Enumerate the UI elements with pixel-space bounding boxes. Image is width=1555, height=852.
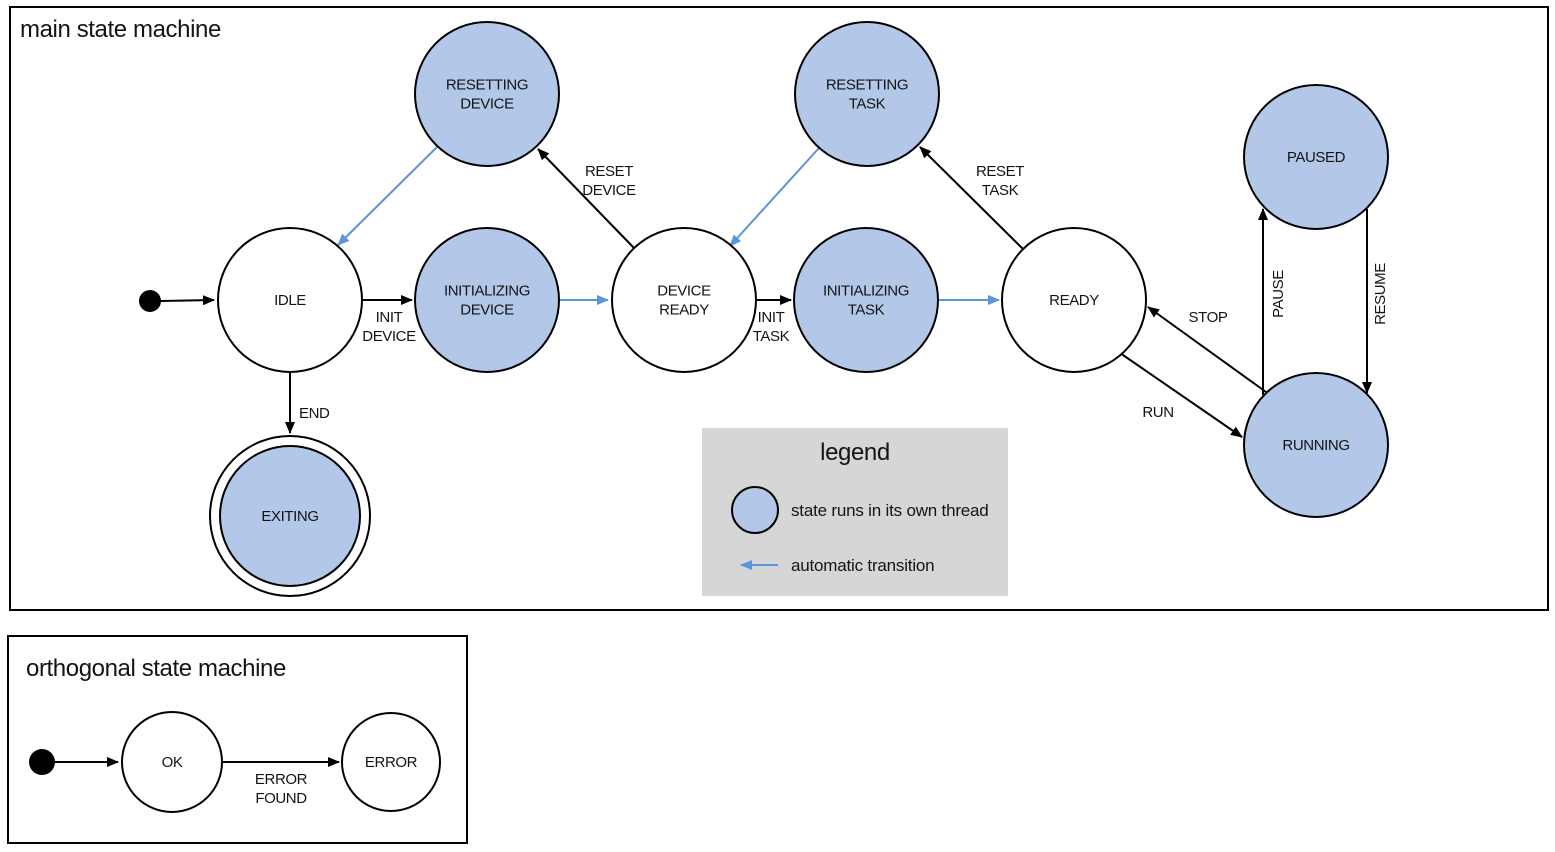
main-state-machine-transition-label-stop: STOP: [1189, 309, 1228, 326]
orthogonal-state-machine-title: orthogonal state machine: [26, 655, 286, 682]
main-state-machine-transition-label-end: END: [299, 405, 330, 422]
orthogonal-state-machine-state-ok: OK: [121, 711, 223, 813]
transition-arrow: [537, 148, 635, 249]
main-state-machine-state-idle: IDLE: [217, 227, 363, 373]
main-state-machine-initial-state-dot: [139, 290, 161, 312]
legend-threaded-state-swatch: [731, 486, 779, 534]
state-circle: [219, 445, 361, 587]
main-state-machine-title: main state machine: [20, 16, 221, 43]
main-state-machine-state-exiting: EXITING: [209, 435, 371, 597]
main-state-machine-state-label-paused: PAUSED: [1287, 149, 1346, 166]
state-circle: [1001, 227, 1147, 373]
transition-arrow: [919, 146, 1024, 250]
state-circle: [414, 227, 560, 373]
state-circle: [341, 712, 441, 812]
state-circle: [611, 227, 757, 373]
main-state-machine-transition-stop: STOP: [1147, 306, 1267, 393]
main-state-machine-transition-auto-resetdevice-idle: [337, 146, 438, 246]
main-state-machine-state-label-running: RUNNING: [1282, 437, 1349, 454]
main-state-machine-transition-label-resume: RESUME: [1372, 263, 1389, 325]
automatic-transition-arrow: [337, 146, 438, 246]
main-state-machine-state-ready: READY: [1001, 227, 1147, 373]
legend-threaded-state-text: state runs in its own thread: [791, 501, 989, 520]
state-circle: [414, 21, 560, 167]
main-state-machine-transition-pause: PAUSE: [1258, 208, 1287, 395]
main-state-machine-initial-transition-arrow: [160, 295, 215, 306]
main-state-machine-state-label-ready: READY: [1049, 292, 1099, 309]
legend-automatic-transition-text: automatic transition: [791, 556, 934, 575]
state-circle: [121, 711, 223, 813]
orthogonal-state-machine-state-label-error: ERROR: [365, 754, 418, 771]
state-circle: [1243, 372, 1389, 518]
transition-arrow: [1147, 306, 1267, 393]
state-circle: [793, 227, 939, 373]
main-state-machine-transition-resume: RESUME: [1362, 209, 1389, 394]
main-state-machine-state-paused: PAUSED: [1243, 84, 1389, 230]
main-state-machine-transition-label-pause: PAUSE: [1270, 270, 1287, 318]
orthogonal-state-machine-initial-state-dot: [29, 749, 55, 775]
main-state-machine-transition-auto-resettask-deviceready: [729, 147, 820, 247]
legend: legend state runs in its own thread automa…: [702, 428, 1008, 596]
orthogonal-state-machine-state-error: ERROR: [341, 712, 441, 812]
main-state-machine-state-running: RUNNING: [1243, 372, 1389, 518]
state-circle: [217, 227, 363, 373]
main-state-machine-transition-label-run: RUN: [1142, 404, 1173, 421]
main-state-machine-state-label-idle: IDLE: [274, 292, 306, 309]
main-state-machine-transition-end: END: [285, 372, 330, 434]
legend-title: legend: [820, 439, 890, 466]
automatic-transition-arrow: [729, 147, 820, 247]
main-state-machine-transition-run: RUN: [1119, 352, 1243, 438]
transition-arrow: [1119, 352, 1243, 438]
state-circle: [794, 21, 940, 167]
state-circle: [1243, 84, 1389, 230]
orthogonal-state-machine-state-label-ok: OK: [162, 754, 183, 771]
main-state-machine-state-label-exiting: EXITING: [261, 508, 318, 525]
